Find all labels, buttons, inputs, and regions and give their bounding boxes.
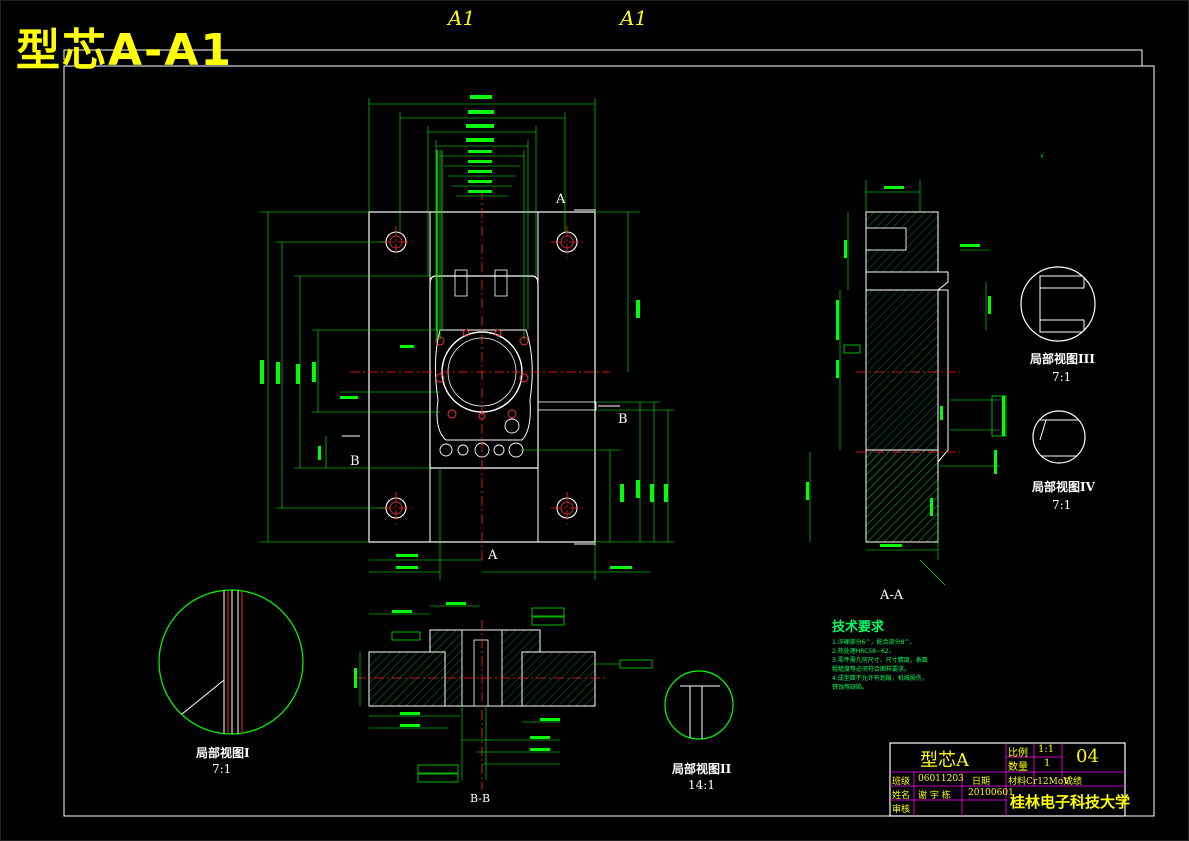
tolerance-frame [417, 773, 459, 783]
frame-border [63, 65, 1155, 817]
tb-class-label: 班级 [892, 777, 911, 787]
technical-requirements: 技术要求 1.淬硬部分6^，配合部分8^。 2.热处理HRC58~62。 3.零… [832, 616, 1032, 692]
aa-upper-taper [865, 271, 949, 291]
bb-pin [473, 639, 489, 707]
detail-4-scale: 7:1 [1052, 498, 1072, 512]
detail-view-1 [158, 589, 304, 735]
tech-req-item: 4.成型面不允许有划痕，机械损伤， [832, 675, 928, 682]
detail-3-label: 局部视图III [1030, 352, 1095, 366]
side-hole [504, 418, 520, 434]
tb-name-value: 谢 宇 栋 [918, 791, 951, 801]
aa-flange [865, 449, 939, 543]
tb-qty-label: 数量 [1008, 762, 1028, 773]
slot [454, 269, 468, 297]
detail-4-label: 局部视图IV [1032, 480, 1095, 494]
detail-view-3 [1020, 266, 1096, 342]
sheet-tag-right: A1 [620, 6, 648, 30]
ring-hole [435, 373, 445, 383]
tb-school: 桂林电子科技大学 [1010, 793, 1131, 811]
detail-2-label: 局部视图II [672, 762, 732, 776]
detail-2-scale: 14:1 [688, 778, 715, 792]
slot [494, 269, 508, 297]
detail-1-label: 局部视图I [196, 746, 250, 760]
main-plan-view [260, 95, 674, 580]
tb-qty-value: 1 [1044, 758, 1051, 769]
frame-corner-mark [63, 49, 1143, 66]
tb-process: 成绩 [1064, 777, 1083, 787]
bottom-hole [493, 444, 505, 456]
detail-view-2 [664, 670, 734, 740]
tb-date-label: 日期 [972, 777, 991, 787]
core-profile [434, 329, 533, 441]
tech-req-item: 2.热处理HRC58~62。 [832, 648, 895, 655]
ring-hole [447, 409, 457, 419]
ring-hole [507, 409, 517, 419]
ring-hole [462, 329, 470, 337]
bb-left-block [368, 651, 446, 707]
aa-right-step [937, 289, 949, 463]
tb-name-label: 姓名 [892, 791, 911, 801]
bottom-hole [439, 443, 453, 457]
section-marker-b-left: B [350, 454, 360, 469]
tolerance-frame [391, 631, 421, 641]
tb-review-label: 审核 [892, 805, 911, 815]
title-block: 型芯A 比例 1:1 数量 1 04 班级 06011203 日期 材料Cr12… [890, 743, 1130, 816]
sheet-tag-left: A1 [448, 6, 476, 30]
section-aa-view: √ [806, 152, 1045, 586]
bb-right-block [521, 651, 596, 707]
tolerance-frame [619, 659, 653, 669]
tech-req-item: 1.淬硬部分6^，配合部分8^。 [832, 639, 916, 646]
tb-class-value: 06011203 [918, 774, 964, 784]
side-pin [537, 401, 597, 411]
section-bb-view [354, 344, 1007, 790]
tech-req-item: 锈蚀等缺陷。 [832, 684, 869, 691]
section-marker-a-bottom: A [488, 548, 498, 563]
tech-req-item: 3.零件需几何尺寸、尺寸精度，表面 [832, 657, 928, 664]
detail-view-4 [1032, 410, 1086, 464]
bottom-hole [457, 444, 469, 456]
section-aa-label: A-A [880, 588, 904, 603]
ring-hole [519, 373, 529, 383]
ring-hole [494, 329, 502, 337]
tech-req-item: 粗糙度等必须符合图样要求。 [832, 666, 911, 673]
tb-scale-value: 1:1 [1038, 744, 1055, 755]
tolerance-frame [843, 344, 861, 354]
detail-1-scale: 7:1 [212, 762, 232, 776]
tolerance-frame [991, 395, 1007, 437]
svg-text:√: √ [1040, 152, 1045, 160]
detail-3-scale: 7:1 [1052, 370, 1072, 384]
section-marker-b-right: B [618, 412, 628, 427]
tolerance-frame [417, 764, 459, 774]
tb-material: 材料Cr12MoV [1008, 777, 1070, 787]
tolerance-frame [531, 607, 565, 617]
tb-scale-label: 比例 [1008, 748, 1028, 759]
drawing-title: 型芯A-A1 [16, 25, 233, 76]
tolerance-frame [531, 616, 565, 626]
aa-top-slot [865, 227, 907, 251]
section-bb-label: B-B [470, 792, 491, 805]
section-marker-a-top: A [556, 192, 566, 207]
title-block-grid [889, 742, 1126, 817]
core-outline [429, 275, 539, 469]
tb-drawing-no: 04 [1076, 746, 1099, 767]
tb-date-value: 20100601 [968, 788, 1014, 798]
tb-part-name: 型芯A [920, 750, 969, 771]
tech-req-title: 技术要求 [832, 620, 885, 635]
